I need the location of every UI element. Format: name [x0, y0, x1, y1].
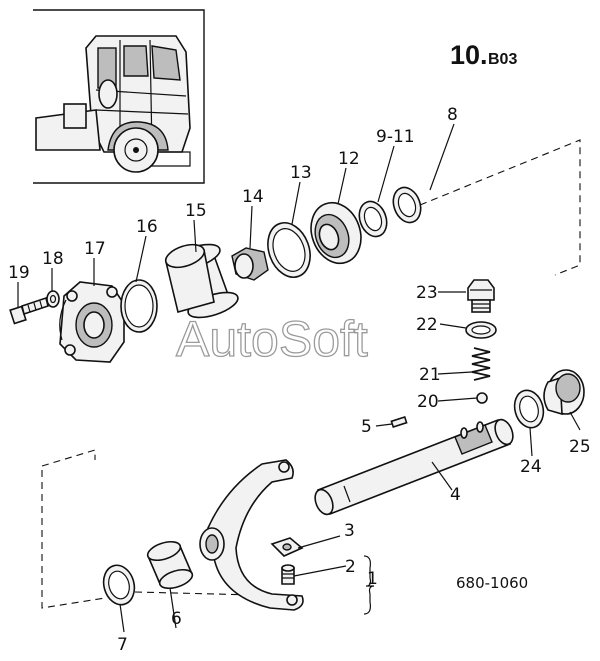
- part-13-ring: [267, 222, 311, 278]
- part-7-ring: [102, 564, 136, 606]
- part-17-housing-cover: [59, 281, 125, 363]
- page-section-number: 10.: [450, 40, 488, 70]
- label-part-8: 8: [447, 105, 458, 125]
- part-5-pin: [390, 415, 408, 429]
- label-part-7: 7: [117, 635, 128, 655]
- label-part-23: 23: [416, 283, 438, 303]
- part-2-pin: [281, 564, 295, 585]
- part-9-11-washer: [358, 200, 388, 238]
- part-4-shaft: [314, 418, 514, 516]
- label-part-21: 21: [419, 365, 441, 385]
- upper-dashed-guide: [419, 139, 581, 276]
- label-part-17: 17: [84, 239, 106, 259]
- label-part-12: 12: [338, 149, 360, 169]
- label-part-1: 1: [367, 569, 378, 589]
- part-18-nut: [46, 290, 60, 308]
- label-part-20: 20: [417, 392, 439, 412]
- label-part-5: 5: [361, 417, 372, 437]
- leader-lines: [17, 123, 581, 633]
- part-12-bearing: [310, 201, 362, 265]
- label-part-18: 18: [42, 249, 64, 269]
- part-15-sleeve: [164, 243, 239, 319]
- part-21-spring: [471, 347, 491, 381]
- label-part-3: 3: [344, 521, 355, 541]
- label-part-15: 15: [185, 201, 207, 221]
- part-6-bushing: [146, 540, 194, 590]
- label-part-16: 16: [136, 217, 158, 237]
- drawing-number: 680-1060: [456, 574, 528, 592]
- label-part-22: 22: [416, 315, 438, 335]
- part-number-labels: 1 2 3 4 5 6 7 8 9-11 12 13 14 15 16 17 1…: [8, 105, 591, 655]
- label-part-13: 13: [290, 163, 312, 183]
- part-22-washer: [465, 321, 497, 339]
- watermark: AutoSoft: [176, 311, 368, 367]
- lower-dashed-guide: [41, 449, 106, 609]
- label-part-6: 6: [171, 609, 182, 629]
- label-part-4: 4: [450, 485, 461, 505]
- part-20-ball: [476, 392, 488, 404]
- label-part-19: 19: [8, 263, 30, 283]
- part-3-plate: [270, 537, 304, 557]
- part-14-nut: [231, 247, 269, 281]
- page-section-suffix: B03: [488, 51, 517, 68]
- label-part-25: 25: [569, 437, 591, 457]
- part-23-plug: [467, 279, 495, 313]
- truck-cab-thumbnail-icon: [33, 9, 205, 184]
- part-8-washer: [392, 186, 422, 224]
- label-part-9-11: 9-11: [376, 127, 415, 147]
- part-16-ring: [120, 279, 158, 333]
- label-part-2: 2: [345, 557, 356, 577]
- part-25-cap: [543, 369, 585, 416]
- label-part-24: 24: [520, 457, 542, 477]
- part-1-shift-fork: [199, 459, 304, 611]
- part-24-ring: [513, 389, 545, 429]
- label-part-14: 14: [242, 187, 264, 207]
- part-19-bolt: [9, 296, 49, 325]
